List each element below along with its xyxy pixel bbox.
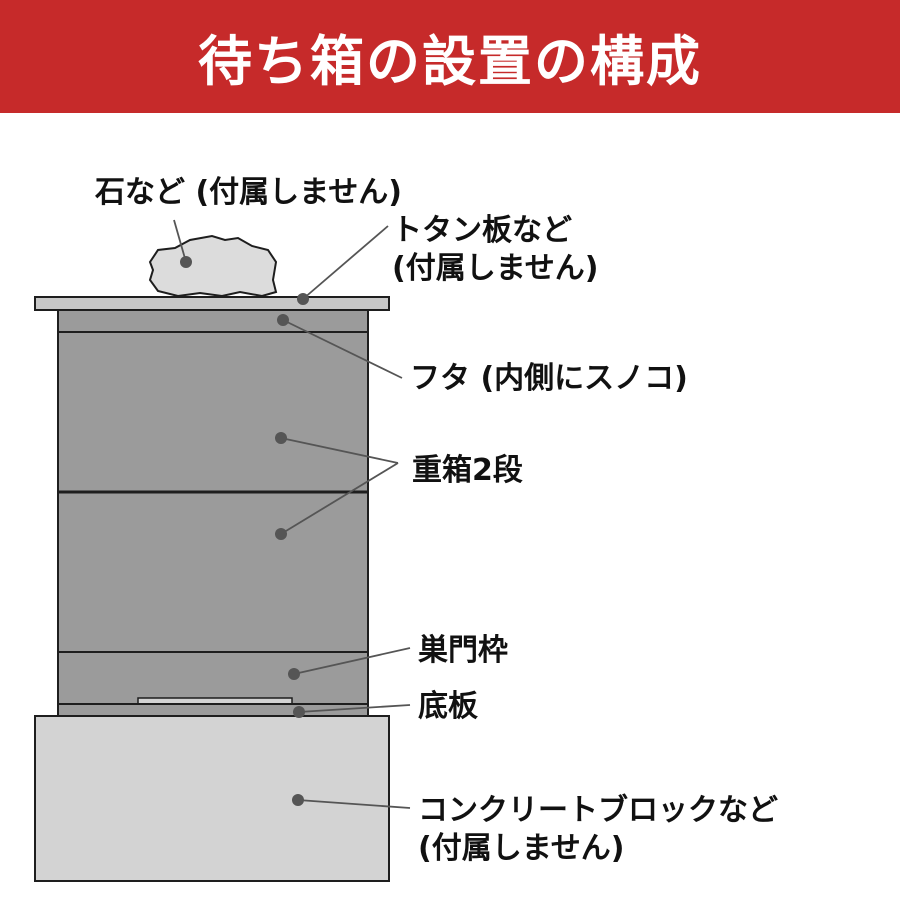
leader-bottom [298,704,411,713]
page-title: 待ち箱の設置の構成 [198,30,702,93]
header-banner: 待ち箱の設置の構成 [0,0,900,113]
dot-upper-box [275,432,287,444]
bottom-board [57,703,369,717]
dot-lower-box [275,528,287,540]
concrete-block [34,715,390,882]
lid [57,309,369,333]
label-entrance: 巣門枠 [418,633,508,668]
label-stone: 石など (付属しません) [95,175,402,210]
leader-stone [173,219,187,263]
label-block-line1: コンクリートブロックなど [418,793,778,828]
dot-stone [180,256,192,268]
leader-upper-box [280,437,399,464]
label-tin-line2: (付属しません) [392,251,599,286]
dot-bottom [293,706,305,718]
label-boxes: 重箱2段 [412,453,523,488]
upper-box [57,331,369,493]
stone [148,234,278,298]
label-lid: フタ (内側にスノコ) [410,361,688,396]
entrance-frame [57,651,369,705]
dot-tin [297,293,309,305]
tin-sheet [34,296,390,311]
leader-block [297,799,411,809]
label-tin-line1: トタン板など [392,213,572,248]
leader-tin [302,225,389,300]
label-bottom: 底板 [418,689,478,724]
leader-entrance [293,647,411,675]
label-block-line2: (付属しません) [418,831,625,866]
leader-lid [282,319,403,379]
lower-box [57,491,369,653]
leader-lower-box [280,462,399,535]
dot-block [292,794,304,806]
dot-lid [277,314,289,326]
dot-entrance [288,668,300,680]
